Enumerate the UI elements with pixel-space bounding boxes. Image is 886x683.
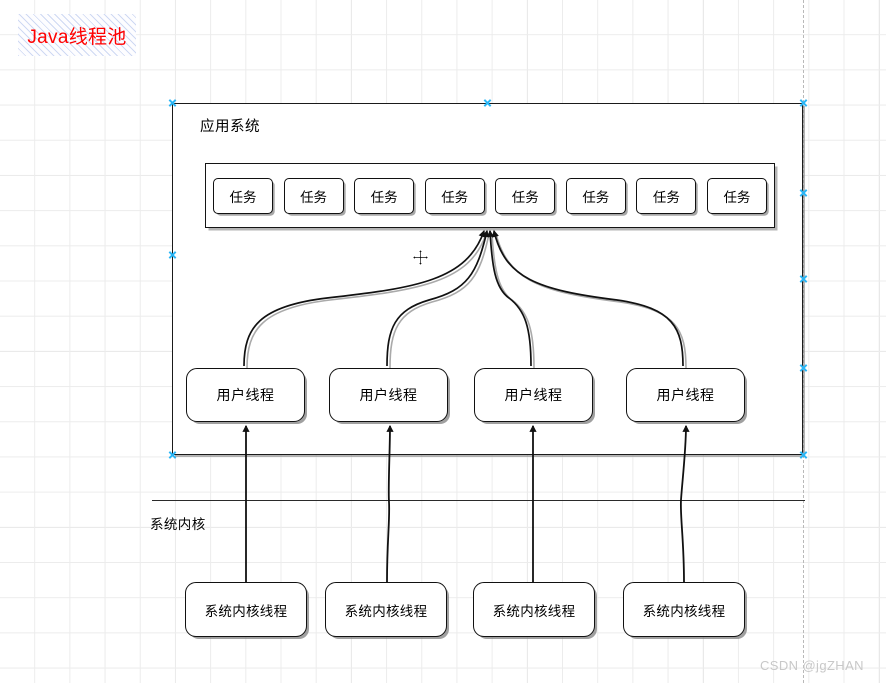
selection-handle-right-upper[interactable]: [799, 189, 808, 198]
task-label: 任务: [370, 190, 398, 205]
selection-handle-middle-left[interactable]: [168, 251, 177, 260]
task-box[interactable]: 任务: [706, 178, 767, 214]
selection-handle-top-center[interactable]: [483, 99, 492, 108]
selection-handle-top-right[interactable]: [799, 99, 808, 108]
user-thread-box[interactable]: 用户线程: [626, 368, 745, 422]
kernel-thread-box[interactable]: 系统内核线程: [623, 582, 745, 637]
selection-handle-bottom-left[interactable]: [168, 451, 177, 460]
task-box[interactable]: 任务: [565, 178, 626, 214]
user-thread-label: 用户线程: [216, 387, 275, 403]
task-box[interactable]: 任务: [283, 178, 344, 214]
title-banner-label: Java线程池: [27, 26, 127, 48]
task-label: 任务: [582, 190, 610, 205]
task-label: 任务: [300, 190, 328, 205]
task-box[interactable]: 任务: [636, 178, 697, 214]
system-kernel-label: 系统内核: [150, 517, 206, 532]
user-thread-box[interactable]: 用户线程: [186, 368, 305, 422]
kernel-thread-box[interactable]: 系统内核线程: [185, 582, 307, 637]
selection-handle-top-left[interactable]: [168, 99, 177, 108]
page-break-guide: [803, 0, 804, 683]
task-box[interactable]: 任务: [213, 178, 273, 214]
application-system-label: 应用系统: [200, 119, 260, 135]
task-label: 任务: [229, 190, 257, 205]
kernel-thread-label: 系统内核线程: [642, 603, 726, 619]
title-banner[interactable]: Java线程池: [18, 14, 136, 56]
move-cursor-icon: [412, 249, 429, 266]
selection-handle-middle-right[interactable]: [799, 275, 808, 284]
user-thread-label: 用户线程: [504, 387, 563, 403]
user-thread-box[interactable]: 用户线程: [329, 368, 448, 422]
kernel-thread-label: 系统内核线程: [492, 603, 576, 619]
selection-handle-bottom-right[interactable]: [799, 451, 808, 460]
selection-handle-right-lower[interactable]: [799, 364, 808, 373]
user-thread-box[interactable]: 用户线程: [474, 368, 593, 422]
task-label: 任务: [441, 190, 469, 205]
kernel-thread-label: 系统内核线程: [204, 603, 288, 619]
task-box[interactable]: 任务: [424, 178, 485, 214]
task-box[interactable]: 任务: [354, 178, 415, 214]
user-thread-label: 用户线程: [656, 387, 715, 403]
system-kernel-divider: [152, 500, 805, 501]
task-label: 任务: [723, 190, 751, 205]
kernel-thread-label: 系统内核线程: [344, 603, 428, 619]
watermark: CSDN @jgZHAN: [760, 658, 864, 673]
task-label: 任务: [652, 190, 680, 205]
task-queue-row: 任务 任务 任务 任务 任务 任务 任务 任务: [213, 176, 767, 216]
task-label: 任务: [511, 190, 539, 205]
kernel-thread-box[interactable]: 系统内核线程: [473, 582, 595, 637]
user-thread-label: 用户线程: [359, 387, 418, 403]
task-box[interactable]: 任务: [495, 178, 556, 214]
kernel-thread-box[interactable]: 系统内核线程: [325, 582, 447, 637]
